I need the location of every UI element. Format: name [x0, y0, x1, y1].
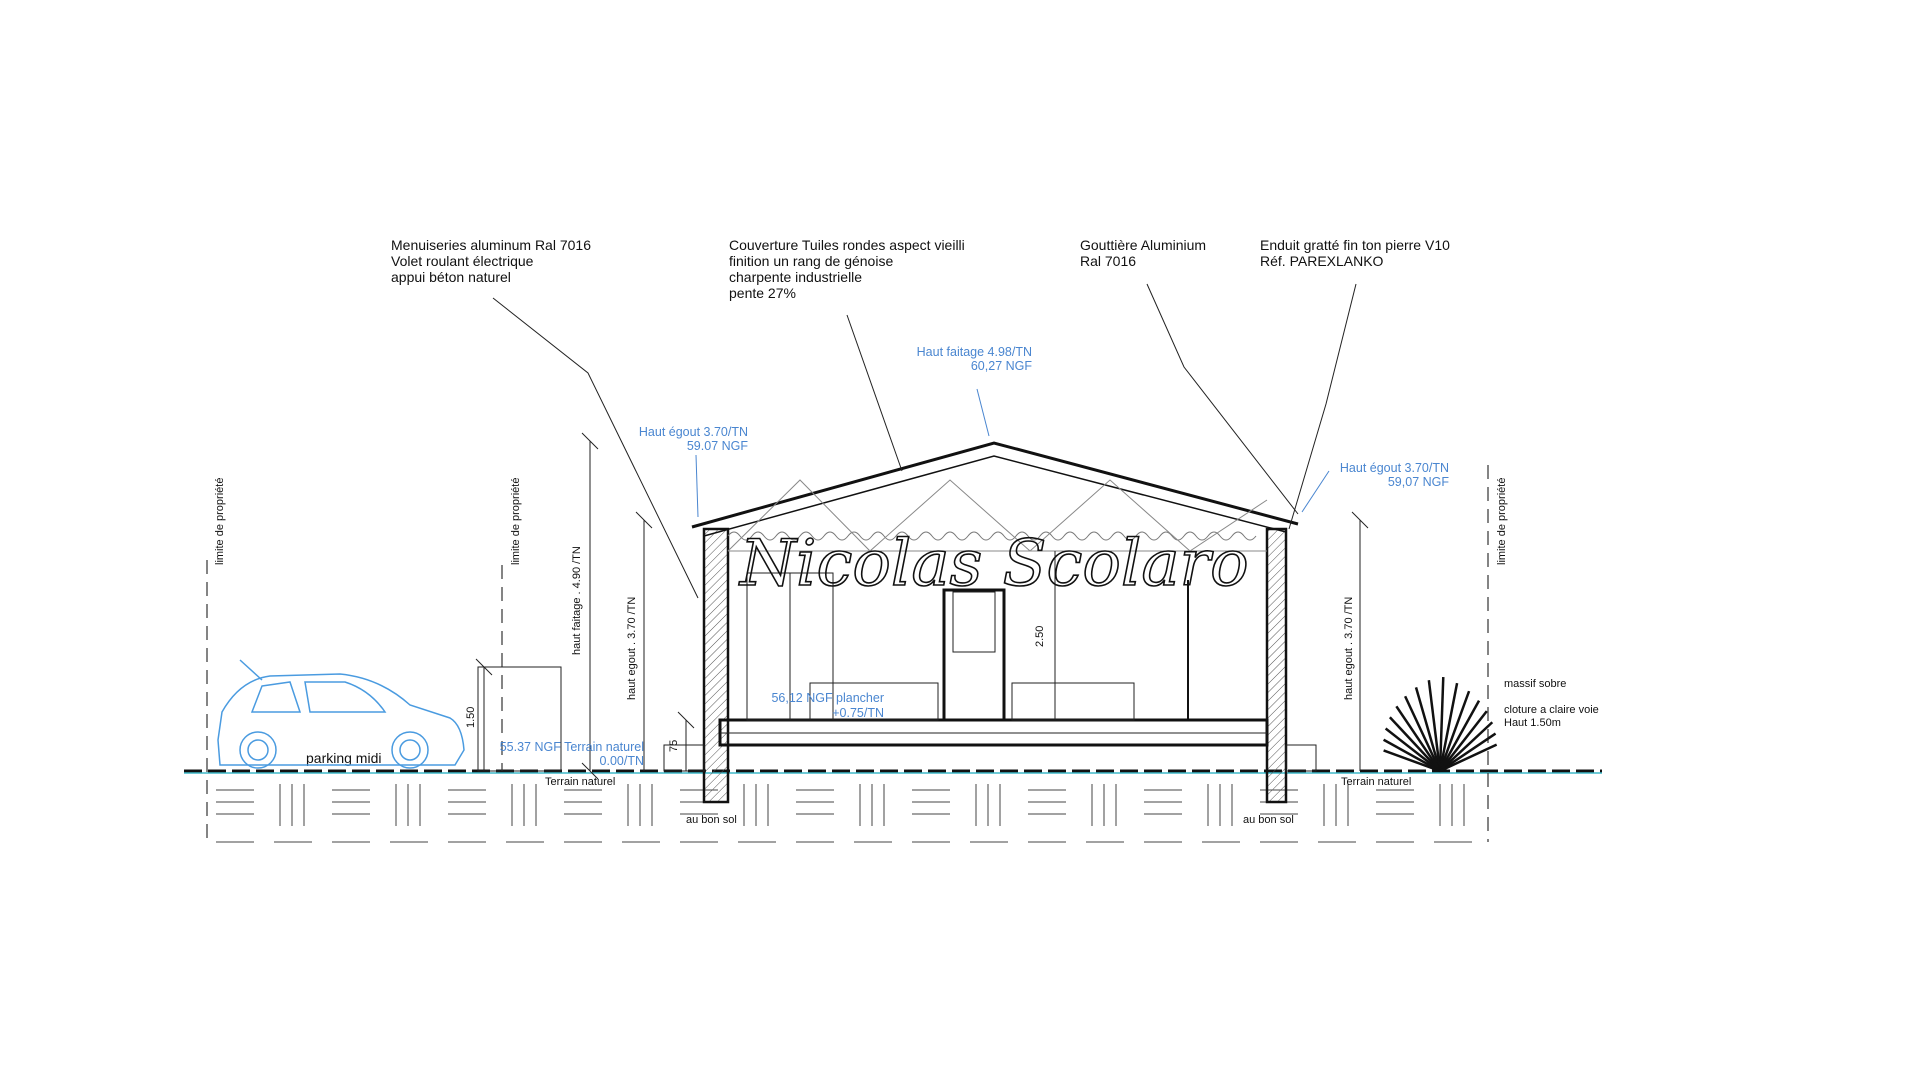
- window: [952, 591, 996, 653]
- limite-label-left: limite de propriété: [214, 478, 226, 565]
- bon-sol-left: au bon sol: [686, 814, 737, 826]
- level-egout-left-2: 59.07 NGF: [687, 439, 749, 453]
- step-left: [663, 744, 705, 772]
- annotation-enduit: Enduit gratté fin ton pierre V10 Réf. PA…: [1260, 237, 1450, 269]
- right-wall: [1265, 527, 1288, 804]
- annotation-menuiseries: Menuiseries aluminum Ral 7016 Volet roul…: [391, 237, 591, 285]
- massif-label: massif sobre: [1504, 678, 1566, 690]
- house: [663, 441, 1317, 804]
- dim-haut-egout-left: haut egout . 3.70 /TN: [626, 597, 638, 700]
- svg-text:finition un rang de génoise: finition un rang de génoise: [729, 253, 893, 269]
- level-egout-right-2: 59,07 NGF: [1388, 475, 1450, 489]
- svg-text:Volet roulant électrique: Volet roulant électrique: [391, 253, 534, 269]
- bon-sol-right: au bon sol: [1243, 814, 1294, 826]
- svg-text:Enduit gratté fin ton pierre V: Enduit gratté fin ton pierre V10: [1260, 237, 1450, 253]
- level-terrain-1: 55.37 NGF Terrain naturel: [500, 740, 644, 754]
- svg-text:Couverture Tuiles rondes aspec: Couverture Tuiles rondes aspect vieilli: [729, 237, 965, 253]
- level-egout-right-1: Haut égout 3.70/TN: [1340, 461, 1449, 475]
- svg-text:Réf. PAREXLANKO: Réf. PAREXLANKO: [1260, 253, 1384, 269]
- insulation: [727, 531, 1257, 541]
- terrain-label-left: Terrain naturel: [545, 776, 615, 788]
- level-plancher-2: +0.75/TN: [832, 706, 884, 720]
- dim-ceiling-height: 2.50: [1034, 626, 1046, 647]
- parking-label: parking midi: [306, 750, 381, 766]
- svg-text:Ral 7016: Ral 7016: [1080, 253, 1136, 269]
- level-terrain-2: 0.00/TN: [600, 754, 644, 768]
- level-labels: Haut faitage 4.98/TN 60,27 NGF Haut égou…: [500, 345, 1450, 768]
- cloture-label-2: Haut 1.50m: [1504, 717, 1561, 729]
- fence: [477, 666, 562, 772]
- bed-left: [809, 682, 939, 721]
- annotation-couverture: Couverture Tuiles rondes aspect vieilli …: [729, 237, 965, 301]
- shrub-drawing: [1382, 677, 1498, 773]
- level-egout-left-1: Haut égout 3.70/TN: [639, 425, 748, 439]
- roof-truss: [727, 479, 1268, 552]
- dimension-lines: [475, 432, 1369, 780]
- svg-text:Menuiseries aluminum Ral 7016: Menuiseries aluminum Ral 7016: [391, 237, 591, 253]
- dim-fence-height: 1.50: [465, 707, 477, 728]
- leader-lines: [492, 283, 1357, 599]
- car-drawing: [217, 659, 465, 769]
- interior-door: [942, 588, 1006, 722]
- left-wall: [702, 527, 730, 804]
- signature-watermark: Nicolas Scolaro: [738, 527, 1249, 601]
- svg-text:Gouttière Aluminium: Gouttière Aluminium: [1080, 237, 1206, 253]
- svg-text:pente 27%: pente 27%: [729, 285, 796, 301]
- svg-text:charpente industrielle: charpente industrielle: [729, 269, 862, 285]
- level-faitage-1: Haut faitage 4.98/TN: [917, 345, 1032, 359]
- level-plancher-1: 56,12 NGF plancher: [771, 691, 884, 705]
- level-faitage-2: 60,27 NGF: [971, 359, 1033, 373]
- soil-hatch: [216, 784, 1472, 843]
- dim-haut-egout-right: haut egout . 3.70 /TN: [1343, 597, 1355, 700]
- dim-step-height: 75: [668, 740, 680, 752]
- dim-haut-faitage: haut faitage . 4.90 /TN: [571, 546, 583, 655]
- cloture-label-1: cloture a claire voie: [1504, 704, 1599, 716]
- terrain-label-right: Terrain naturel: [1341, 776, 1411, 788]
- limite-label-mid: limite de propriété: [510, 478, 522, 565]
- annotation-gouttiere: Gouttière Aluminium Ral 7016: [1080, 237, 1206, 269]
- roof: [691, 441, 1299, 529]
- limite-label-right: limite de propriété: [1496, 478, 1508, 565]
- step-right: [1285, 744, 1317, 772]
- svg-text:appui béton naturel: appui béton naturel: [391, 269, 511, 285]
- bed-right: [1011, 682, 1135, 721]
